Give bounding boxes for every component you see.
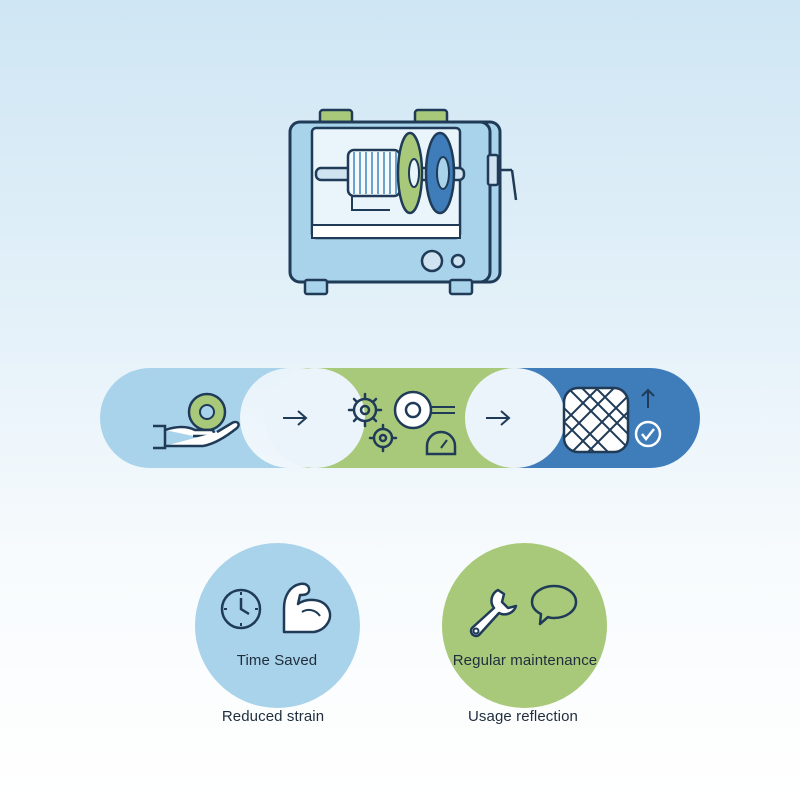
gears-spool-gauge-icon xyxy=(343,380,463,460)
benefit-outer-label: Reduced strain xyxy=(221,708,325,725)
speech-bubble-icon xyxy=(528,582,580,628)
benefit-inner-label: Time Saved xyxy=(236,652,318,669)
right-arrow-icon xyxy=(483,406,513,430)
wrench-icon xyxy=(464,584,520,640)
benefit-outer-label: Usage reflection xyxy=(468,708,578,725)
flexed-arm-icon xyxy=(276,578,336,638)
right-arrow-icon xyxy=(280,406,310,430)
benefit-inner-label: Regular maintenance xyxy=(452,652,598,669)
winder-machine-icon xyxy=(280,100,530,300)
benefit-circle-maintenance xyxy=(442,543,607,708)
process-flow xyxy=(100,368,700,468)
benefit-circle-time xyxy=(195,543,360,708)
clock-icon xyxy=(218,586,264,632)
wound-ball-check-icon xyxy=(558,382,668,458)
hand-holding-spool-icon xyxy=(145,386,245,456)
